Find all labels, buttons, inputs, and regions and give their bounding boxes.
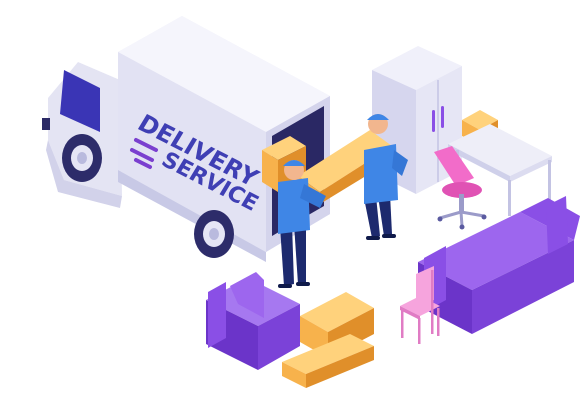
office-chair: [434, 146, 487, 230]
truck-windshield: [60, 70, 100, 132]
worker-left: [278, 160, 326, 288]
sign-speed-lines-icon: [130, 138, 158, 169]
armchair: [206, 272, 300, 370]
truck-wheel-front: [62, 134, 102, 182]
pink-chair: [400, 266, 440, 344]
flat-box: [282, 334, 374, 388]
truck-wheel-rear: [194, 210, 234, 258]
desk: [448, 124, 552, 216]
box-in-truck: [262, 136, 306, 192]
worker-right: [364, 114, 408, 240]
